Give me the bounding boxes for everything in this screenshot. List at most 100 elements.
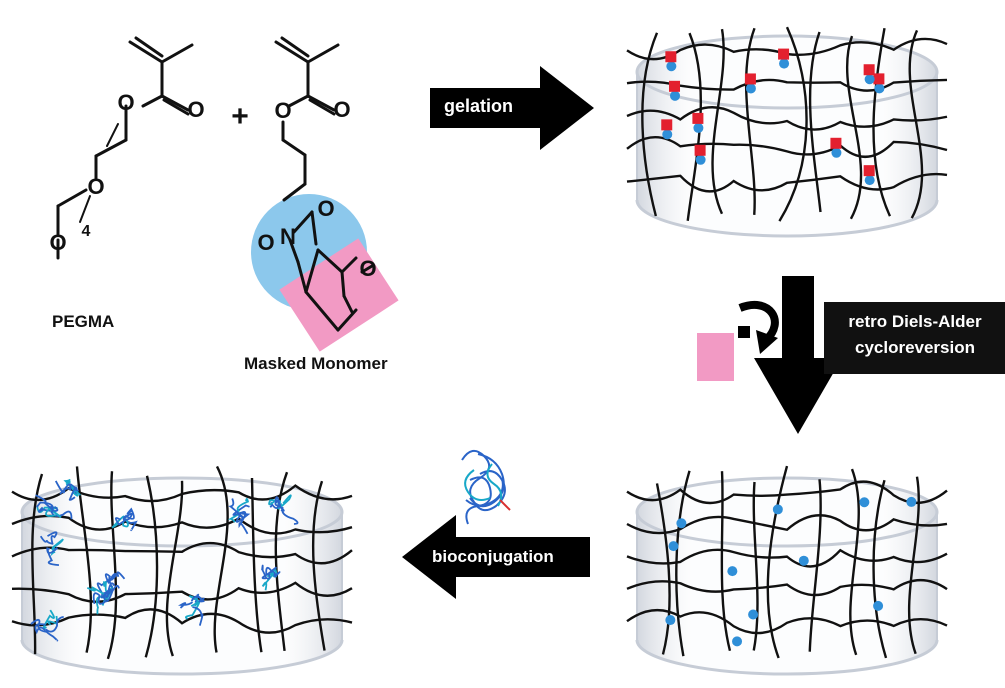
mask-group <box>692 112 704 124</box>
mask-group <box>744 73 756 85</box>
reactive-site <box>748 609 759 620</box>
polymer-chain <box>907 476 920 655</box>
polymer-chain <box>626 106 948 131</box>
gel-bioconjugated <box>11 465 353 676</box>
polymer-chain <box>213 465 229 653</box>
cycloreversion-label: cycloreversion <box>854 338 975 357</box>
release-curved-arrow <box>738 301 779 343</box>
polymer-chain <box>626 78 948 92</box>
released-furan-square <box>697 333 734 381</box>
polymer-chain <box>808 31 822 213</box>
polymer-chain <box>626 172 948 193</box>
polymer-chain <box>711 28 725 215</box>
protein-reagent <box>461 449 511 525</box>
reactive-site <box>745 83 756 94</box>
polymer-chain <box>908 29 924 219</box>
pegma-ether-oxygen: O <box>87 174 104 199</box>
polymer-chain <box>849 468 860 656</box>
reactive-site <box>662 129 673 140</box>
release-arrowhead <box>756 330 778 354</box>
gelation-arrow <box>430 66 594 150</box>
reactive-site <box>873 600 884 611</box>
bridge-oxygen: O <box>359 256 376 281</box>
polymer-chain <box>11 608 353 634</box>
mask-group <box>830 137 842 149</box>
gel-base-rim <box>635 199 939 238</box>
polymer-chain <box>144 475 159 658</box>
gel-rim <box>635 34 939 110</box>
monomer-carbonyl-oxygen: O <box>333 97 350 122</box>
reactive-site <box>670 90 681 101</box>
reactive-site <box>859 497 870 508</box>
reactive-site <box>874 83 885 94</box>
polymer-chain <box>626 136 948 158</box>
gel-masked <box>626 26 948 238</box>
pegma-label: PEGMA <box>52 312 115 331</box>
gelation-label: gelation <box>444 96 514 116</box>
polymer-chain <box>626 514 948 535</box>
gel-deprotected <box>626 465 948 676</box>
plus-sign: + <box>231 100 249 133</box>
reactive-site <box>906 496 917 507</box>
mask-group <box>873 73 885 85</box>
reactive-site <box>693 122 704 133</box>
reactive-site <box>732 636 743 647</box>
reactive-site <box>695 154 706 165</box>
imide-nitrogen: N <box>280 224 296 249</box>
reactive-site <box>831 147 842 158</box>
conjugated-protein <box>86 584 120 615</box>
mask-group <box>665 51 677 63</box>
conjugated-protein <box>261 564 281 591</box>
conjugated-protein <box>39 531 64 566</box>
polymer-chain <box>845 35 863 220</box>
gel-rim <box>20 476 344 548</box>
reactive-site <box>665 615 676 626</box>
reactive-site <box>864 74 875 85</box>
reactive-site <box>864 175 875 186</box>
polymer-chain <box>872 27 892 217</box>
mask-group <box>694 144 706 156</box>
retro-diels-alder-arrow <box>754 276 842 434</box>
polymer-chain <box>75 466 93 653</box>
mask-group <box>778 48 790 60</box>
polymer-chain <box>720 471 732 652</box>
polymer-chain <box>165 480 184 657</box>
mask-group <box>863 64 875 76</box>
bioconjugation-arrow <box>402 515 590 599</box>
mask-group <box>669 80 681 92</box>
polymer-chain <box>626 609 948 635</box>
gel-rim <box>635 476 939 548</box>
imide-carbonyl-oxygen-1: O <box>317 196 334 221</box>
pegma-structure <box>56 36 194 260</box>
mask-group <box>661 119 673 131</box>
pegma-carbonyl-oxygen: O <box>187 97 204 122</box>
imide-carbonyl-oxygen-2: O <box>257 230 274 255</box>
pegma-ester-oxygen: O <box>117 90 134 115</box>
mask-group <box>863 165 875 177</box>
polymer-chain <box>11 581 353 604</box>
polymer-chain <box>31 473 44 655</box>
conjugated-protein <box>177 593 205 626</box>
polymer-chain <box>311 480 326 651</box>
polymer-chain <box>778 26 808 222</box>
reactive-site <box>727 566 738 577</box>
conjugated-protein <box>54 478 81 501</box>
conjugated-protein <box>30 609 64 642</box>
bioconjugation-label: bioconjugation <box>432 547 554 566</box>
polymer-chain <box>752 481 759 651</box>
conjugated-protein <box>35 494 73 520</box>
reactive-site <box>772 504 783 515</box>
monomer-ester-oxygen: O <box>274 98 291 123</box>
reactive-site <box>798 555 809 566</box>
polymer-chain <box>641 32 659 217</box>
polymer-chain <box>766 465 789 659</box>
retro-diels-alder-label: retro Diels-Alder <box>848 312 982 331</box>
masked-monomer-structure <box>274 36 374 332</box>
conjugated-protein <box>268 494 299 525</box>
reactive-site <box>779 58 790 69</box>
polymer-chain <box>626 548 948 568</box>
polymer-chain <box>655 483 671 655</box>
polymer-chain <box>626 480 948 505</box>
reactive-site <box>666 61 677 72</box>
